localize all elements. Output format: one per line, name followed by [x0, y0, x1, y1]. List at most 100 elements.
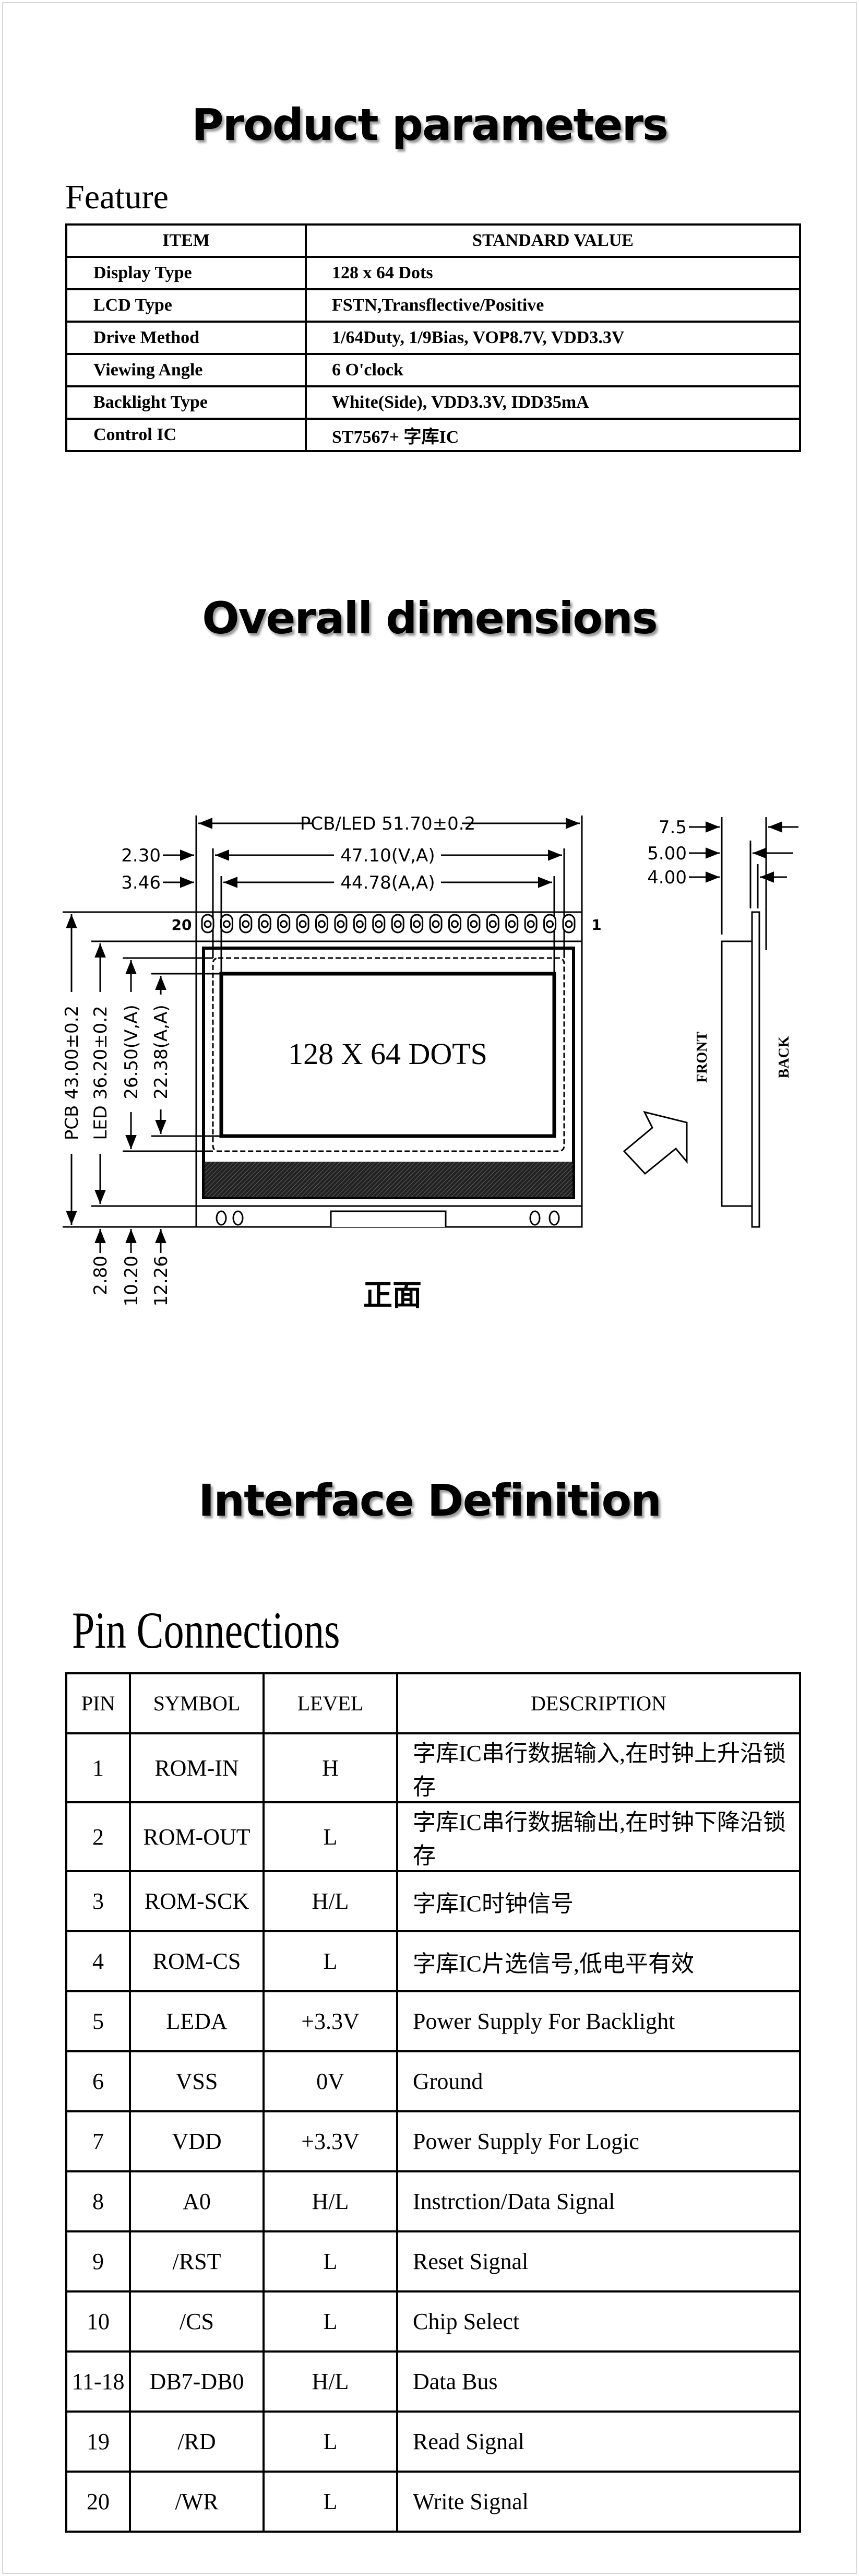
pin-symbol: ROM-CS	[129, 1930, 265, 1992]
pin-number: 7	[65, 2110, 131, 2172]
pin-number: 19	[65, 2410, 131, 2473]
pin-level: L	[263, 2230, 398, 2293]
viewing-area	[212, 957, 565, 1152]
pin-description: Data Bus	[396, 2350, 801, 2413]
offset-va-label: 2.30	[121, 845, 161, 866]
front-label: FRONT	[694, 1032, 710, 1083]
pin-level: +3.3V	[263, 1990, 398, 2052]
pin-symbol: /CS	[129, 2290, 265, 2353]
header-symbol: SYMBOL	[129, 1672, 265, 1734]
feature-item: Display Type	[65, 256, 307, 290]
pin-level: H/L	[263, 2170, 398, 2232]
pin-level: H	[263, 1732, 398, 1803]
feature-item: Drive Method	[65, 321, 307, 355]
pin-description: Power Supply For Backlight	[396, 1990, 801, 2052]
pin-hole	[488, 920, 497, 928]
feature-value: 128 x 64 Dots	[305, 256, 801, 290]
pin-level: L	[263, 2471, 398, 2533]
pin-description: Ground	[396, 2050, 801, 2112]
feature-item: Viewing Angle	[65, 353, 307, 387]
pin-number: 5	[65, 1990, 131, 2052]
feature-item: LCD Type	[65, 288, 307, 323]
dimension-drawing: PCB/LED 51.70±0.2 47.10(V,A) 44.78(A,A) …	[62, 813, 798, 1313]
pin-description: Reset Signal	[396, 2230, 801, 2293]
section-title-interface-definition: Interface Definition	[198, 1475, 662, 1526]
pin-connections-title: Pin Connections	[72, 1601, 340, 1659]
pin-level: L	[263, 1930, 398, 1992]
feature-item: Backlight Type	[65, 385, 307, 420]
pin-symbol: VDD	[129, 2110, 265, 2172]
pin-hole	[375, 920, 383, 928]
pin-description: Read Signal	[396, 2410, 801, 2473]
pin-number: 2	[65, 1801, 131, 1872]
aa-height-label: 22.38(A,A)	[151, 1005, 172, 1099]
pin-symbol: ROM-SCK	[129, 1870, 265, 1932]
pin-hole	[299, 920, 307, 928]
pin-hole	[337, 920, 345, 928]
pin-level: H/L	[263, 2350, 398, 2413]
pin-number: 4	[65, 1930, 131, 1992]
pin-hole	[222, 920, 231, 928]
thickness-label: 5.00	[647, 843, 687, 864]
pin-description: 字库IC片选信号,低电平有效	[396, 1930, 801, 1992]
header-standard-value: STANDARD VALUE	[305, 223, 801, 258]
pin-hole	[393, 920, 402, 928]
va-width-label: 47.10(V,A)	[340, 845, 435, 866]
thickness-label: 4.00	[647, 867, 687, 888]
pin-number: 8	[65, 2170, 131, 2232]
table-header-row: ITEM STANDARD VALUE	[65, 223, 801, 258]
bottom-offset-label: 10.20	[121, 1256, 142, 1306]
pin-hole	[413, 920, 421, 928]
pin-symbol: /RD	[129, 2410, 265, 2473]
aa-width-label: 44.78(A,A)	[340, 872, 435, 893]
led-height-label: LED 36.20±0.2	[90, 1006, 111, 1140]
va-height-label: 26.50(V,A)	[121, 1005, 142, 1099]
active-area	[219, 972, 556, 1138]
header-level: LEVEL	[263, 1672, 398, 1734]
pin-symbol: DB7-DB0	[129, 2350, 265, 2413]
feature-value: FSTN,Transflective/Positive	[305, 288, 801, 323]
pin-hole	[242, 920, 250, 928]
pin-description: 字库IC时钟信号	[396, 1870, 801, 1932]
pin-symbol: LEDA	[129, 1990, 265, 2052]
view-direction-arrow	[623, 1110, 688, 1175]
thickness-label: 7.5	[659, 817, 687, 838]
pin-hole	[565, 920, 573, 928]
pin-1-label: 1	[591, 916, 601, 933]
pin-symbol: A0	[129, 2170, 265, 2232]
table-header-row: PIN SYMBOL LEVEL DESCRIPTION	[65, 1672, 801, 1734]
pin-level: L	[263, 2290, 398, 2353]
pin-hole	[280, 920, 288, 928]
feature-value: 6 O'clock	[305, 353, 801, 387]
pin-hole	[450, 920, 459, 928]
bottom-offset-label: 2.80	[90, 1256, 111, 1295]
section-title-product-parameters: Product parameters	[192, 99, 669, 150]
pin-symbol: /RST	[129, 2230, 265, 2293]
pin-number: 6	[65, 2050, 131, 2112]
front-view-caption: 正面	[363, 1279, 422, 1313]
hatched-band	[205, 1162, 572, 1197]
pin-description: 字库IC串行数据输入,在时钟上升沿锁存	[396, 1732, 801, 1803]
pin-level: L	[263, 1801, 398, 1872]
pin-hole	[527, 920, 535, 928]
feature-value: ST7567+ 字库IC	[305, 418, 801, 452]
feature-value: 1/64Duty, 1/9Bias, VOP8.7V, VDD3.3V	[305, 321, 801, 355]
header-description: DESCRIPTION	[396, 1672, 801, 1734]
